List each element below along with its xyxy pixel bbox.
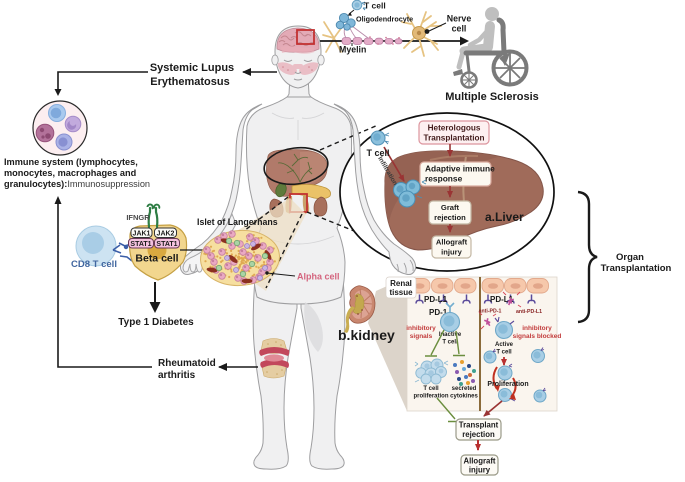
- svg-text:Allograft: Allograft: [436, 238, 468, 247]
- svg-text:response: response: [425, 174, 463, 184]
- svg-text:injury: injury: [441, 248, 462, 257]
- svg-text:STAT1: STAT1: [156, 241, 177, 248]
- svg-text:Renal: Renal: [390, 279, 412, 288]
- svg-text:Islet of Langerhans: Islet of Langerhans: [197, 217, 278, 227]
- svg-text:proliferation: proliferation: [413, 394, 448, 400]
- svg-text:Beta cell: Beta cell: [135, 253, 178, 265]
- svg-text:CD8 T cell: CD8 T cell: [71, 259, 117, 270]
- svg-text:cytokines: cytokines: [450, 394, 478, 400]
- svg-text:Type 1 Diabetes: Type 1 Diabetes: [118, 317, 194, 328]
- svg-text:Systemic Lupus: Systemic Lupus: [150, 62, 234, 74]
- svg-text:cell: cell: [452, 24, 467, 34]
- svg-text:arthritis: arthritis: [158, 370, 196, 381]
- svg-text:Active: Active: [495, 342, 514, 348]
- svg-text:Transplant: Transplant: [459, 421, 499, 430]
- svg-text:anti-PD-1: anti-PD-1: [479, 309, 502, 315]
- svg-text:T cell: T cell: [496, 350, 512, 356]
- svg-text:PD-L1: PD-L1: [490, 295, 514, 304]
- svg-text:injury: injury: [469, 466, 491, 475]
- svg-text:granulocytes):Immunosuppressio: granulocytes):Immunosuppression: [4, 179, 150, 189]
- svg-text:PD-1: PD-1: [429, 308, 448, 317]
- svg-text:IFNGR: IFNGR: [126, 213, 150, 222]
- svg-text:Organ: Organ: [616, 252, 644, 263]
- svg-text:Alpha cell: Alpha cell: [297, 272, 340, 282]
- svg-text:signals blocked: signals blocked: [513, 333, 562, 340]
- svg-text:Myelin: Myelin: [339, 45, 366, 55]
- svg-text:T cell: T cell: [442, 340, 458, 346]
- svg-text:rejection: rejection: [462, 430, 495, 439]
- svg-text:Adaptive immune: Adaptive immune: [425, 164, 495, 174]
- svg-text:b.kidney: b.kidney: [338, 327, 395, 343]
- svg-text:Erythematosus: Erythematosus: [150, 76, 229, 88]
- svg-text:JAK2: JAK2: [157, 231, 175, 238]
- svg-text:rejection: rejection: [434, 213, 466, 222]
- svg-text:anti-PD-L1: anti-PD-L1: [516, 309, 542, 315]
- svg-text:a.Liver: a.Liver: [485, 210, 524, 224]
- svg-text:Transplantation: Transplantation: [424, 134, 485, 143]
- svg-text:Nerve: Nerve: [447, 14, 472, 24]
- svg-text:Allograft: Allograft: [463, 457, 495, 466]
- svg-text:T cell: T cell: [364, 1, 386, 11]
- svg-text:PD-L1: PD-L1: [424, 295, 448, 304]
- svg-text:tissue: tissue: [389, 288, 413, 297]
- svg-text:signals: signals: [410, 333, 433, 340]
- svg-text:Graft: Graft: [441, 203, 460, 212]
- svg-text:STAT1: STAT1: [130, 241, 151, 248]
- svg-text:Inactive: Inactive: [439, 332, 462, 338]
- svg-text:monocytes, macrophages and: monocytes, macrophages and: [4, 168, 136, 178]
- svg-text:T cell: T cell: [423, 386, 439, 392]
- svg-text:JAK1: JAK1: [133, 231, 151, 238]
- svg-text:Oligodendrocyte: Oligodendrocyte: [356, 15, 413, 24]
- svg-text:Rheumatoid: Rheumatoid: [158, 358, 216, 369]
- svg-text:Transplantation: Transplantation: [601, 263, 672, 274]
- svg-text:inhibitory: inhibitory: [522, 325, 552, 332]
- svg-text:Proliferation: Proliferation: [487, 381, 528, 388]
- svg-text:Immune system (lymphocytes,: Immune system (lymphocytes,: [4, 157, 138, 167]
- svg-text:T cell: T cell: [366, 148, 389, 158]
- svg-text:Heterologous: Heterologous: [428, 124, 481, 133]
- svg-text:inhibitory: inhibitory: [406, 325, 436, 332]
- svg-text:Multiple Sclerosis: Multiple Sclerosis: [445, 91, 539, 103]
- svg-text:secreted: secreted: [452, 386, 477, 392]
